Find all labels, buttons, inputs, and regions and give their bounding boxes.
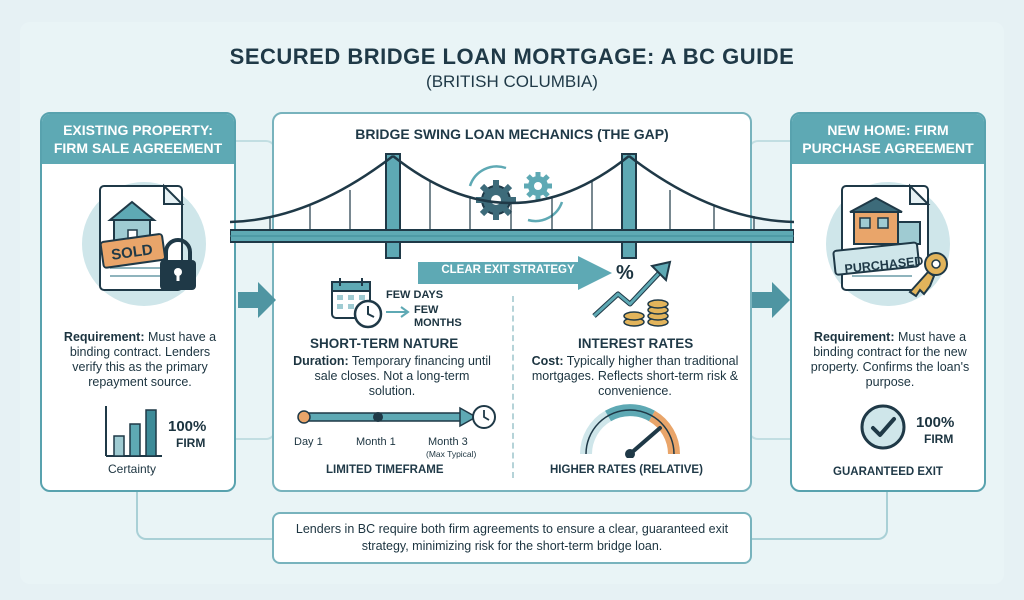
- existing-requirement: Requirement: Must have a binding contrac…: [54, 330, 226, 390]
- duration-arrow-icon: [386, 306, 410, 318]
- page-subtitle: (BRITISH COLUMBIA): [426, 72, 598, 91]
- right-percent-label: FIRM: [924, 432, 954, 446]
- timeline-day-1: Day 1: [294, 436, 323, 448]
- duration-text: Temporary financing until sale closes. N…: [314, 354, 491, 398]
- new-home-panel: NEW HOME: FIRM PURCHASE AGREEMENT PURCHA…: [790, 112, 986, 492]
- limited-timeframe-caption: LIMITED TIMEFRAME: [326, 464, 444, 476]
- short-term-description: Duration: Temporary financing until sale…: [292, 354, 492, 399]
- higher-rates-caption: HIGHER RATES (RELATIVE): [550, 464, 703, 476]
- cost-text: Typically higher than traditional mortga…: [531, 354, 739, 398]
- existing-property-heading: EXISTING PROPERTY: FIRM SALE AGREEMENT: [42, 114, 234, 164]
- footer-note: Lenders in BC require both firm agreemen…: [272, 512, 752, 564]
- purchased-house-document-icon: [826, 182, 950, 306]
- interest-description: Cost: Typically higher than traditional …: [530, 354, 740, 399]
- short-term-title: SHORT-TERM NATURE: [310, 336, 459, 351]
- gauge-icon: [580, 404, 680, 458]
- exit-strategy-arrow: [418, 256, 612, 290]
- timeline-month-3: Month 3: [428, 436, 468, 448]
- sold-house-document-icon: [82, 182, 206, 306]
- existing-property-panel: EXISTING PROPERTY: FIRM SALE AGREEMENT S…: [40, 112, 236, 492]
- guaranteed-exit-wrap: GUARANTEED EXIT: [792, 462, 984, 480]
- right-arrow-icon: [752, 282, 790, 318]
- center-dashed-divider: [512, 296, 514, 478]
- check-circle-icon: [860, 404, 906, 450]
- left-percent: 100%: [168, 418, 207, 435]
- bridge-mechanics-heading: BRIDGE SWING LOAN MECHANICS (THE GAP): [355, 126, 669, 142]
- new-home-heading: NEW HOME: FIRM PURCHASE AGREEMENT: [792, 114, 984, 164]
- percent-symbol: %: [616, 262, 634, 284]
- timeline-month-1: Month 1: [356, 436, 396, 448]
- duration-to: FEW MONTHS: [414, 304, 462, 329]
- left-arrow-icon: [238, 282, 276, 318]
- right-percent: 100%: [916, 414, 955, 431]
- connector-right: [748, 470, 888, 540]
- requirement-text: Must have a binding contract for the new…: [810, 330, 970, 389]
- bridge-illustration: [468, 165, 564, 223]
- guaranteed-exit-caption: GUARANTEED EXIT: [833, 466, 943, 478]
- connector-left: [136, 470, 276, 540]
- interest-rates-title: INTEREST RATES: [578, 336, 694, 351]
- requirement-text: Must have a binding contract. Lenders ve…: [69, 330, 217, 389]
- requirement-label: Requirement:: [63, 330, 145, 344]
- duration-from: FEW DAYS: [386, 289, 444, 301]
- exit-strategy-label: CLEAR EXIT STRATEGY: [441, 264, 575, 276]
- new-home-requirement: Requirement: Must have a binding contrac…: [804, 330, 976, 390]
- rising-rate-coins-icon: [592, 260, 672, 327]
- timeline-bar: [297, 405, 496, 429]
- requirement-label: Requirement:: [813, 330, 895, 344]
- gears-icon: [468, 165, 564, 223]
- suspension-bridge: [230, 153, 794, 259]
- certainty-caption: Certainty: [108, 462, 157, 476]
- page-title: SECURED BRIDGE LOAN MORTGAGE: A BC GUIDE: [229, 44, 795, 69]
- duration-label: Duration:: [293, 354, 349, 368]
- left-percent-label: FIRM: [176, 436, 206, 450]
- cost-label: Cost:: [531, 354, 564, 368]
- calendar-clock-icon: [331, 278, 383, 329]
- bar-chart-icon: [105, 406, 162, 457]
- timeline-note: (Max Typical): [426, 449, 477, 459]
